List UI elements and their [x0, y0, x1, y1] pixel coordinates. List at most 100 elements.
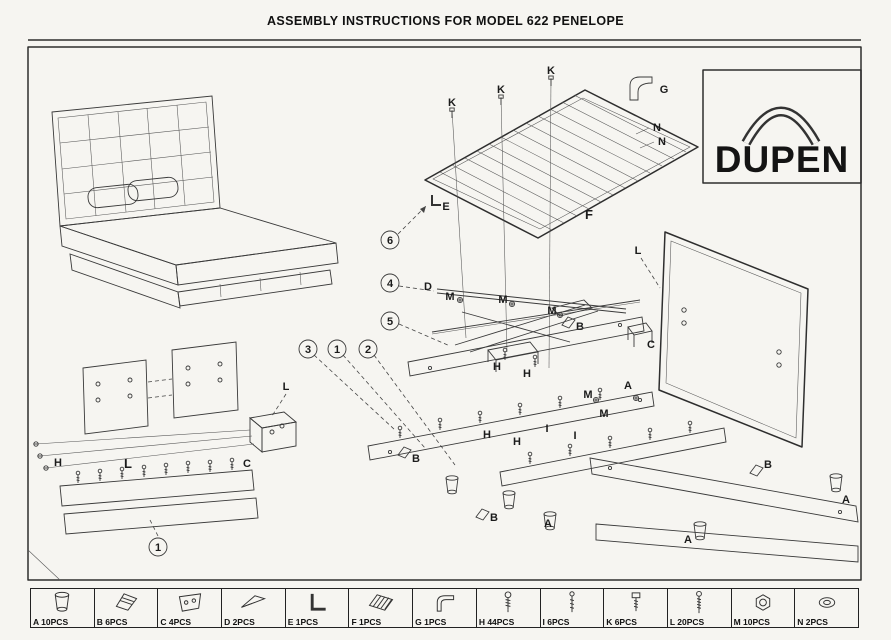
part-cell-E: E 1PCS [286, 589, 350, 627]
brand-name: DUPEN [715, 139, 850, 180]
part-cell-M: M 10PCS [732, 589, 796, 627]
label-A: A [684, 534, 692, 546]
bed-leg-icon [47, 590, 77, 615]
part-cell-K: K 6PCS [604, 589, 668, 627]
wood-screw-icon [684, 590, 714, 615]
step-callouts: 6 4 5 3 1 2 1 [148, 205, 456, 557]
label-A: A [544, 518, 552, 530]
label-I: I [545, 423, 548, 435]
label-A: A [842, 494, 850, 506]
part-label: N 2PCS [797, 617, 828, 627]
corner-panel-assembly: L C H [33, 341, 298, 471]
support-bracket-icon [429, 590, 459, 615]
part-label: A 10PCS [33, 617, 69, 627]
hex-nut-icon [748, 590, 778, 615]
slat-mat-icon [366, 590, 396, 615]
callout-4: 4 [387, 278, 394, 290]
label-H: H [493, 361, 501, 373]
slat-frame: K K K N N E F G [424, 65, 699, 369]
label-H: H [54, 457, 62, 469]
part-label: L 20PCS [669, 617, 705, 627]
label-H: H [483, 429, 491, 441]
part-cell-D: D 2PCS [222, 589, 286, 627]
part-label: C 4PCS [160, 617, 192, 627]
parts-table: A 10PCS B 6PCS C 4PCS D 2PCS E 1PCS F 1P… [30, 588, 859, 628]
label-B: B [764, 459, 772, 471]
callout-2: 2 [365, 344, 371, 356]
machine-screw-icon [557, 590, 587, 615]
label-L: L [283, 381, 290, 393]
page-title: ASSEMBLY INSTRUCTIONS FOR MODEL 622 PENE… [266, 14, 625, 28]
label-L: L [635, 245, 642, 257]
part-label: K 6PCS [606, 617, 637, 627]
label-F: F [585, 207, 593, 222]
part-cell-H: H 44PCS [477, 589, 541, 627]
part-label: E 1PCS [287, 617, 318, 627]
callout-1: 1 [155, 542, 161, 554]
pillow [127, 176, 179, 202]
part-cell-N: N 2PCS [795, 589, 858, 627]
part-label: G 1PCS [415, 617, 447, 627]
part-label: M 10PCS [733, 617, 770, 627]
part-cell-B: B 6PCS [95, 589, 159, 627]
part-cell-F: F 1PCS [349, 589, 414, 627]
part-label: F 1PCS [351, 617, 382, 627]
label-K: K [547, 65, 555, 77]
lift-mechanism: D M M M B H H [407, 281, 645, 380]
label-N: N [653, 122, 661, 134]
lock-nut-icon [812, 590, 842, 615]
screw-icon [493, 590, 523, 615]
label-M: M [583, 389, 592, 401]
part-cell-I: I 6PCS [541, 589, 605, 627]
part-cell-C: C 4PCS [158, 589, 223, 627]
label-B: B [576, 321, 584, 333]
allen-key-icon [302, 590, 332, 615]
label-C: C [243, 458, 251, 470]
rail-assembly-right: B A A B [475, 457, 859, 563]
rail-assembly-center: B A M M H H I I A [367, 380, 727, 531]
callout-3: 3 [305, 344, 311, 356]
callout-5: 5 [387, 316, 393, 328]
part-cell-A: A 10PCS [31, 589, 95, 627]
part-label: H 44PCS [478, 617, 515, 627]
flat-bracket-icon [175, 590, 205, 615]
label-E: E [442, 201, 449, 213]
label-A: A [624, 380, 632, 392]
label-C: C [647, 339, 655, 351]
label-L: L [124, 456, 132, 471]
label-M: M [599, 408, 608, 420]
assembly-diagram: DUPEN K K K [27, 39, 862, 581]
label-N: N [658, 136, 666, 148]
brand-logo-box: DUPEN [702, 69, 862, 184]
angle-bracket-icon [238, 590, 268, 615]
part-label: B 6PCS [96, 617, 128, 627]
bolt-icon [621, 590, 651, 615]
callout-1: 1 [334, 344, 340, 356]
diagram-frame [27, 46, 862, 581]
allen-key-icon [431, 195, 441, 206]
label-K: K [497, 84, 505, 96]
finished-bed-illustration [51, 95, 339, 309]
support-bracket-icon [629, 76, 653, 101]
arrowhead [420, 206, 426, 213]
label-G: G [660, 84, 669, 96]
label-B: B [412, 453, 420, 465]
callout-6: 6 [387, 235, 393, 247]
label-I: I [573, 430, 576, 442]
part-cell-G: G 1PCS [413, 589, 477, 627]
label-M: M [498, 294, 507, 306]
part-cell-L: L 20PCS [668, 589, 732, 627]
label-D: D [424, 281, 432, 293]
pillow [87, 183, 139, 209]
label-H: H [523, 368, 531, 380]
side-board-left: L [59, 456, 259, 535]
label-K: K [448, 97, 456, 109]
headboard-panel: L C [627, 231, 809, 448]
part-label: I 6PCS [542, 617, 570, 627]
label-B: B [490, 512, 498, 524]
part-label: D 2PCS [224, 617, 255, 627]
label-H: H [513, 436, 521, 448]
corner-wedge-icon [111, 590, 141, 615]
label-M: M [547, 305, 556, 317]
